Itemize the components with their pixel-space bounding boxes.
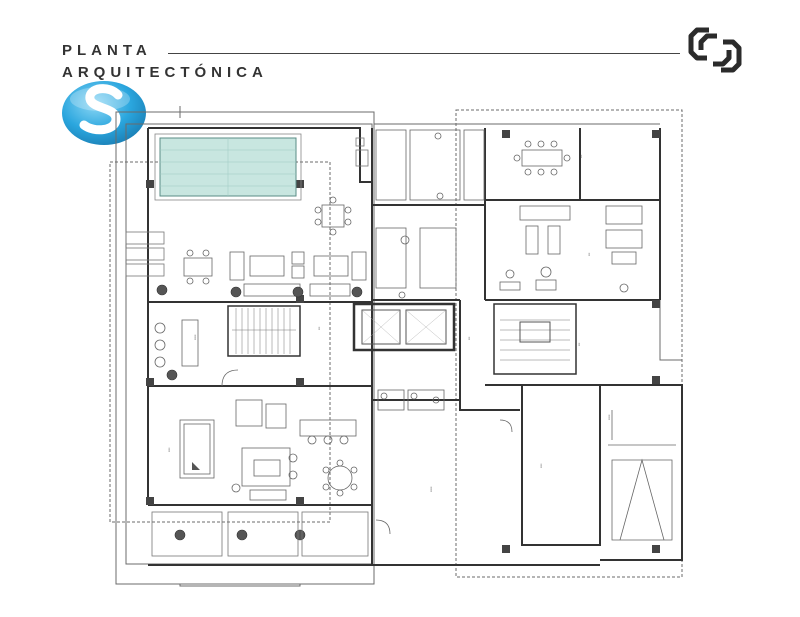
svg-text:▪▪▪▪▪: ▪▪▪▪▪ [607, 415, 611, 420]
svg-text:▪▪▪: ▪▪▪ [579, 155, 583, 158]
svg-text:▪▪▪: ▪▪▪ [317, 327, 321, 330]
svg-text:▪▪▪: ▪▪▪ [577, 343, 581, 346]
interlocked-squares-logo-icon [688, 27, 742, 73]
svg-text:▪▪▪▪▪: ▪▪▪▪▪ [429, 487, 433, 492]
svg-text:▪▪▪▪: ▪▪▪▪ [539, 464, 543, 468]
svg-text:▪▪▪: ▪▪▪ [587, 253, 591, 256]
page-title-line1: PLANTA [62, 42, 152, 59]
svg-text:▪▪▪▪: ▪▪▪▪ [167, 448, 171, 452]
title-rule [168, 53, 680, 54]
page-title-line2: ARQUITECTÓNICA [62, 64, 268, 81]
svg-text:▪▪▪: ▪▪▪ [467, 337, 471, 340]
s-circle-logo-icon [62, 81, 146, 145]
outer-boundary-left [115, 111, 375, 585]
svg-text:▪▪▪▪▪: ▪▪▪▪▪ [193, 335, 197, 340]
